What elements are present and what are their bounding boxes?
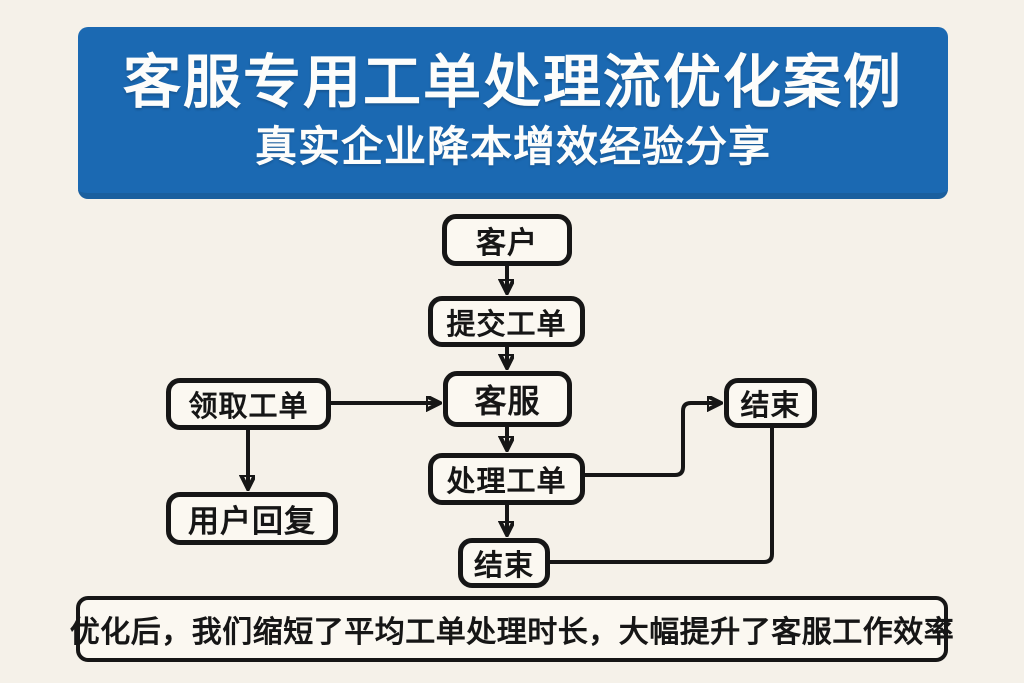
flow-node-claim-ticket: 领取工单: [166, 378, 331, 430]
page-title: 客服专用工单处理流优化案例: [122, 50, 903, 116]
flow-node-process-ticket: 处理工单: [428, 453, 585, 505]
flow-node-submit-ticket: 提交工单: [428, 296, 585, 347]
header-banner: 客服专用工单处理流优化案例 真实企业降本增效经验分享: [78, 27, 948, 199]
page-subtitle: 真实企业降本增效经验分享: [254, 122, 771, 170]
flow-node-user-reply: 用户回复: [166, 492, 338, 545]
flow-node-customer-service: 客服: [443, 371, 572, 427]
edge-process-to-end-right: [585, 403, 720, 477]
footer-note-text: 优化后，我们缩短了平均工单处理时长，大幅提升了客服工作效率: [69, 616, 955, 649]
footer-note-box: 优化后，我们缩短了平均工单处理时长，大幅提升了客服工作效率: [70, 596, 954, 662]
flow-node-end-right: 结束: [724, 378, 817, 428]
flow-node-end-bottom: 结束: [458, 538, 550, 588]
flow-node-customer: 客户: [442, 214, 572, 266]
